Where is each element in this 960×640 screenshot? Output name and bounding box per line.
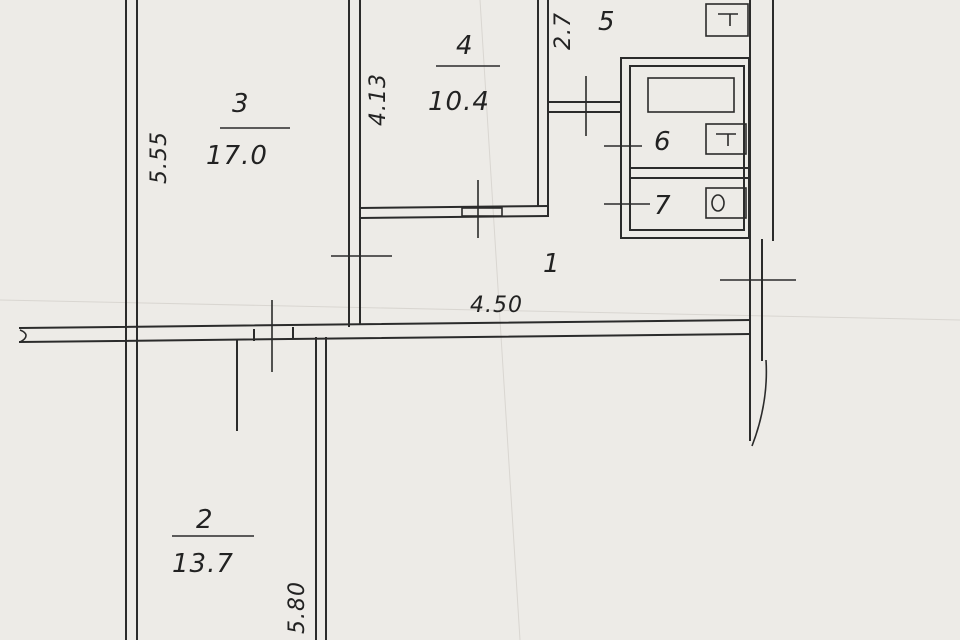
toilet-6-icon	[705, 123, 747, 155]
room4-number: 4	[456, 31, 474, 61]
dim-room5-partial: 2.7	[551, 12, 576, 50]
room3-area: 17.0	[206, 141, 268, 171]
door-corridor	[547, 76, 621, 136]
room6-number: 6	[654, 127, 672, 157]
room4-area: 10.4	[428, 87, 490, 117]
wall-left	[125, 0, 138, 640]
paper-crease	[0, 299, 960, 321]
room2-area: 13.7	[172, 549, 234, 579]
room3-number: 3	[232, 89, 250, 119]
room1-number: 1	[543, 249, 561, 279]
dim-room3-length: 5.55	[147, 131, 172, 184]
dim-room4-length: 4.13	[366, 73, 391, 126]
wall-right-entrance	[720, 0, 796, 447]
dim-room2-length: 5.80	[285, 581, 310, 634]
toilet-5-icon	[705, 3, 749, 37]
room2-number: 2	[196, 505, 214, 535]
label-room4: 4 10.4	[428, 31, 500, 117]
dim-hall-width: 4.50	[470, 293, 523, 318]
room7-number: 7	[654, 191, 672, 221]
wall-room4	[358, 0, 550, 238]
label-room2: 2 13.7	[172, 505, 254, 579]
label-room3: 3 17.0	[206, 89, 290, 171]
bathtub-rect	[647, 77, 735, 113]
wall-room2-right	[315, 337, 327, 640]
paper-crease	[479, 0, 521, 640]
wall-middle-horizontal	[18, 318, 752, 344]
wall-room5	[705, 3, 749, 37]
door-room2	[236, 300, 294, 431]
wall-room3-room4	[331, 0, 392, 327]
sink-7-icon	[705, 187, 747, 219]
room5-number: 5	[598, 7, 616, 37]
